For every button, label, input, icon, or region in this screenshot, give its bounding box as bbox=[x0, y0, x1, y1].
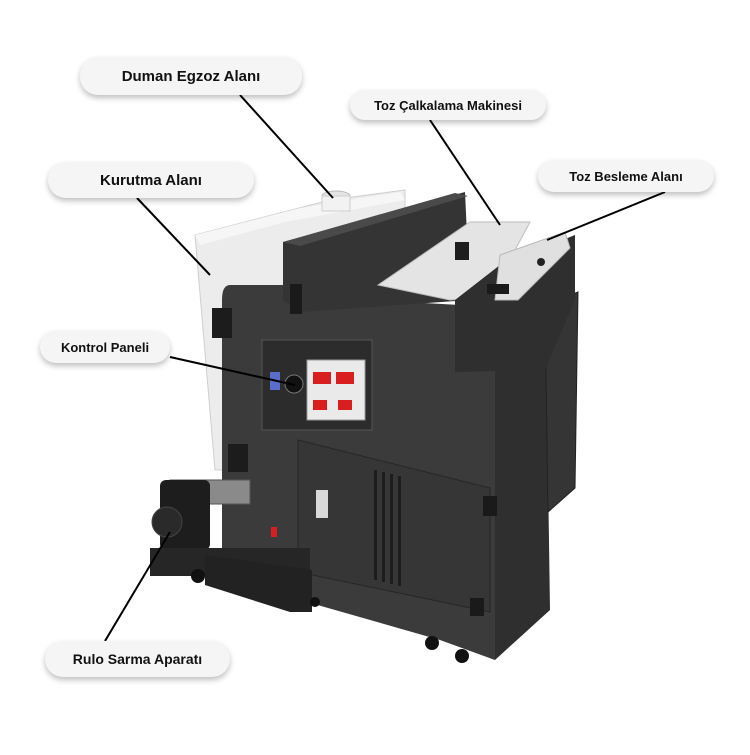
display-readout-4 bbox=[338, 400, 352, 410]
hinge-icon bbox=[228, 444, 248, 472]
door-handle bbox=[316, 490, 328, 518]
hinge-icon bbox=[483, 496, 497, 516]
display-readout-2 bbox=[336, 372, 354, 384]
leader-kurutma bbox=[136, 197, 211, 276]
roller-arm bbox=[205, 555, 312, 612]
hinge-icon bbox=[212, 308, 232, 338]
leader-toz-calkalama bbox=[429, 119, 501, 226]
label-duman-egzoz: Duman Egzoz Alanı bbox=[80, 57, 302, 95]
hinge-icon bbox=[470, 598, 484, 616]
dryer-top bbox=[195, 192, 405, 245]
shaker-module-top bbox=[283, 193, 468, 246]
roller-motor-cap bbox=[151, 506, 183, 538]
leader-toz-besleme bbox=[546, 191, 666, 241]
caster-wheel-icon bbox=[455, 649, 469, 663]
exhaust-chimney bbox=[321, 195, 351, 212]
label-kurutma: Kurutma Alanı bbox=[48, 162, 254, 198]
label-toz-besleme: Toz Besleme Alanı bbox=[538, 160, 714, 192]
label-toz-calkalama: Toz Çalkalama Makinesi bbox=[350, 90, 546, 120]
display-readout-3 bbox=[313, 400, 327, 410]
caster-wheel-icon bbox=[425, 636, 439, 650]
indicator-light bbox=[271, 527, 277, 537]
latch-icon bbox=[290, 284, 302, 314]
caster-wheel-icon bbox=[191, 569, 205, 583]
leader-duman bbox=[239, 94, 334, 199]
caster-wheel-icon bbox=[310, 597, 320, 607]
leader-rulo bbox=[104, 531, 171, 642]
hopper-knob-icon bbox=[537, 258, 545, 266]
label-kontrol-paneli: Kontrol Paneli bbox=[40, 331, 170, 363]
controller-display bbox=[306, 359, 366, 421]
vent-grille bbox=[374, 470, 401, 586]
leader-kontrol bbox=[169, 356, 296, 386]
display-readout-1 bbox=[313, 372, 331, 384]
shaker-handle bbox=[455, 242, 469, 260]
label-rulo-sarma: Rulo Sarma Aparatı bbox=[45, 641, 230, 677]
latch-icon bbox=[487, 284, 509, 294]
cabinet-door bbox=[297, 439, 491, 613]
